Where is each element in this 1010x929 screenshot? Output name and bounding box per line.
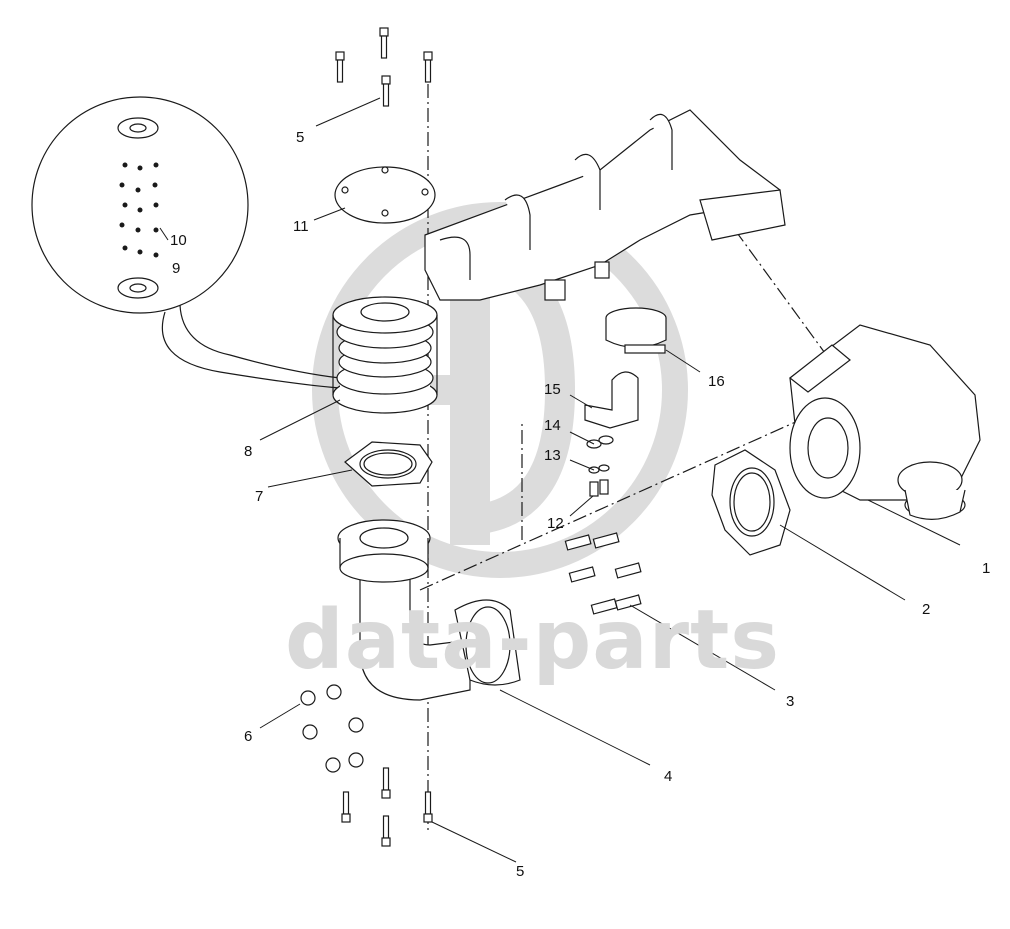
callout-label: 5 [296, 129, 305, 146]
callout-label: 4 [664, 768, 673, 785]
cover-plate [334, 166, 436, 224]
top-bolts [335, 27, 433, 107]
callout-label: 1 [982, 560, 991, 577]
callout-label: 15 [544, 381, 561, 398]
studs [564, 532, 642, 615]
callout-label: 11 [293, 218, 309, 235]
callout-label: 12 [547, 515, 564, 532]
bottom-bolts [341, 767, 433, 847]
support-bracket [584, 371, 639, 497]
callout-label: 13 [544, 447, 561, 464]
callout-label: 9 [172, 260, 181, 277]
callout-label: 16 [708, 373, 725, 390]
exhaust-manifold [424, 109, 786, 301]
axis-line-manifold [734, 229, 831, 361]
detail-bubble [31, 96, 341, 389]
turbo-gasket [711, 449, 791, 556]
callout-label: 7 [255, 488, 264, 505]
hex-nuts [300, 684, 364, 773]
bellows-joint [332, 296, 438, 414]
elbow-pipe [337, 519, 521, 701]
flange-gasket [344, 441, 433, 487]
callout-label: 3 [786, 693, 795, 710]
callout-label: 2 [922, 601, 931, 618]
v-band-clamp [605, 307, 667, 354]
callout-label: 5 [516, 863, 525, 880]
axis-line-turbo [419, 419, 801, 591]
callout-label: 8 [244, 443, 253, 460]
turbocharger [789, 324, 981, 520]
watermark-text: data-parts [285, 593, 781, 688]
callout-label: 6 [244, 728, 253, 745]
callout-label: 14 [544, 417, 561, 434]
leader-lines [159, 97, 961, 863]
callout-label: 10 [170, 232, 187, 249]
